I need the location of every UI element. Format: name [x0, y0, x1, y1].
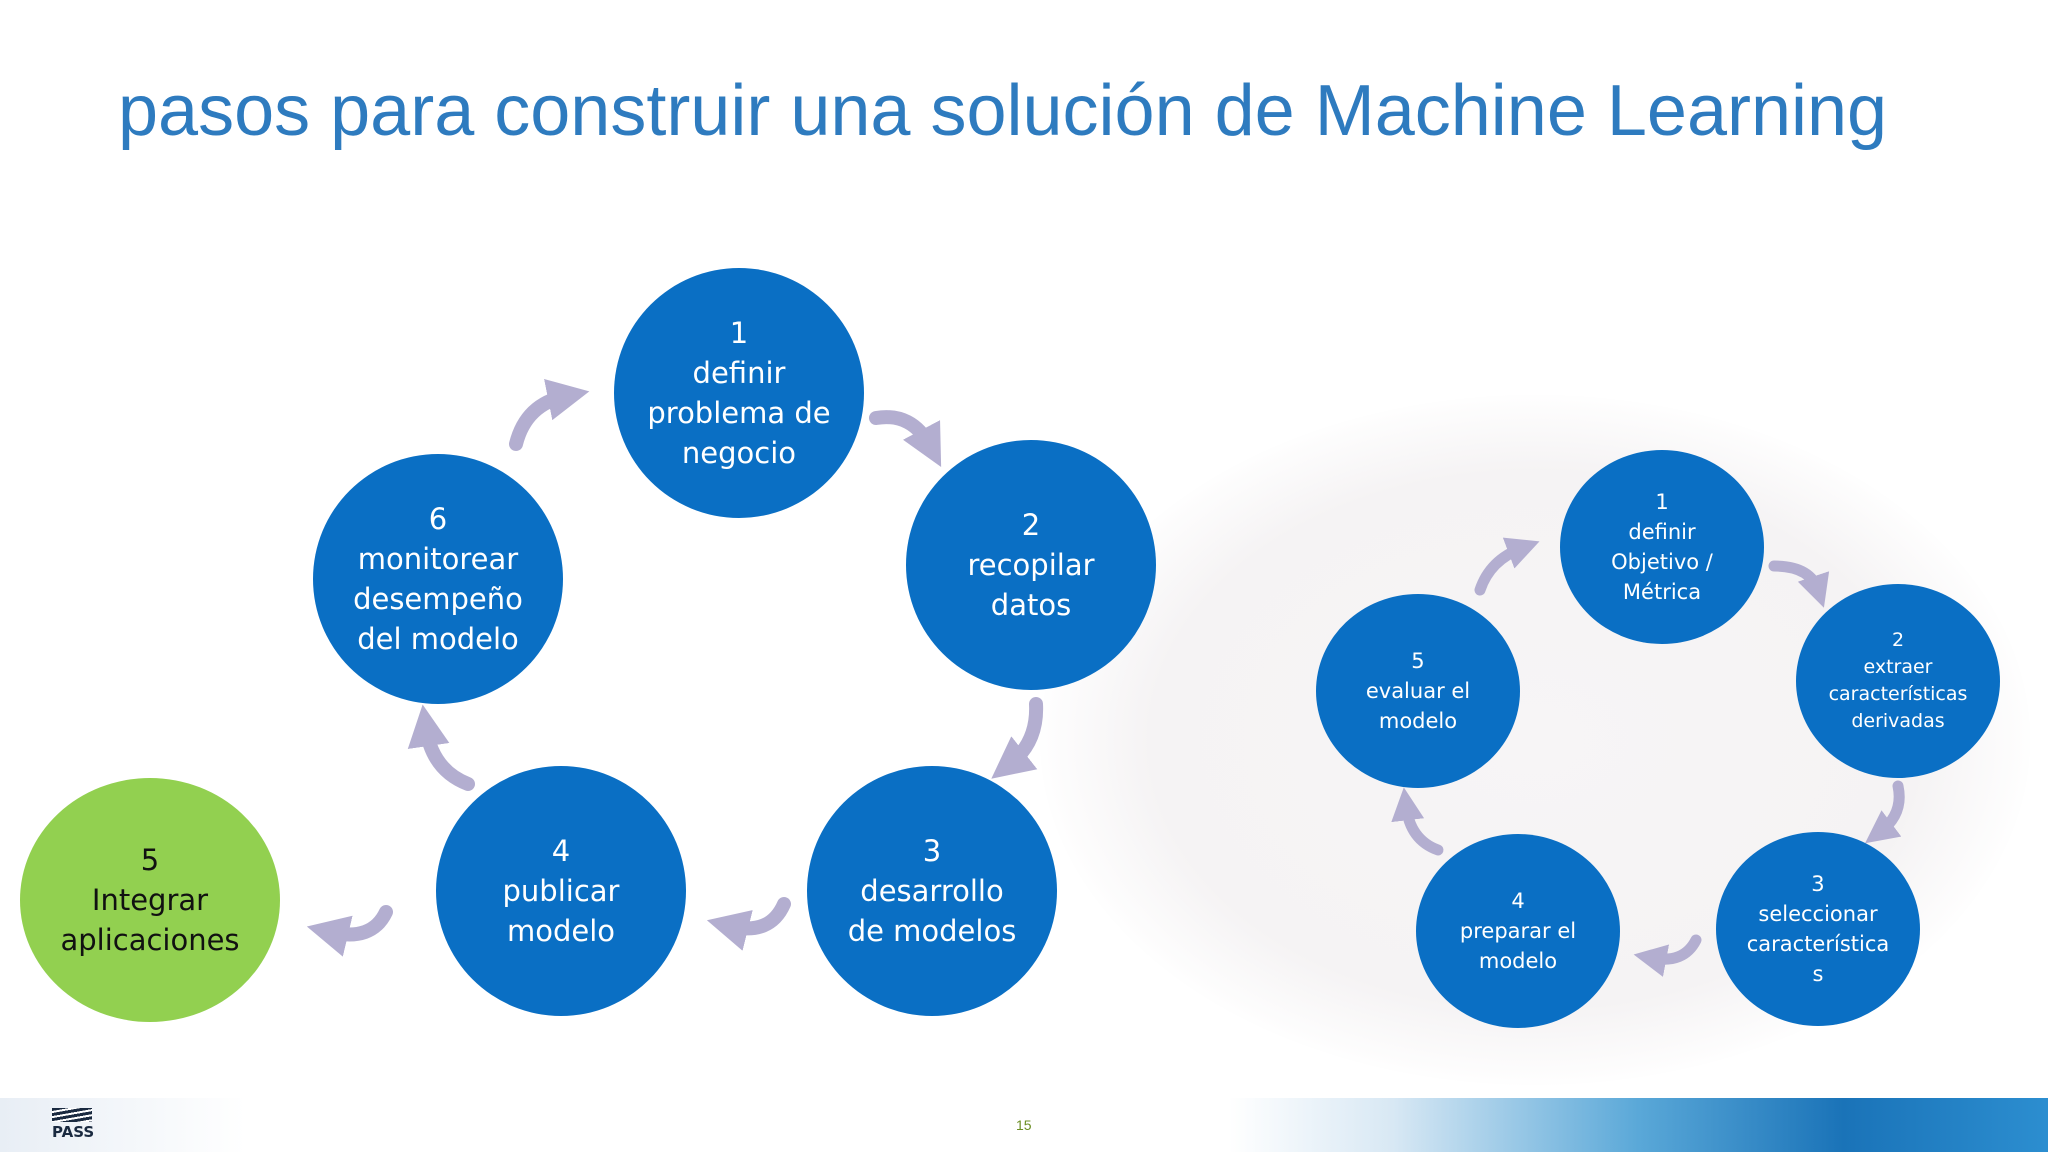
step-label-line: modelo: [1478, 949, 1558, 973]
arrow-3-to-4: [706, 897, 791, 951]
step-label-line: aplicaciones: [60, 923, 240, 957]
step-number: 5: [140, 843, 160, 877]
step-label-line: Objetivo /: [1611, 550, 1713, 574]
step-circle: 6 monitorear desempeño del modelo: [313, 454, 563, 704]
sub-arrow-4-to-5: [1391, 787, 1444, 856]
sub-arrow-5-to-1: [1474, 537, 1540, 596]
step-number: 1: [729, 316, 749, 350]
step-label-line: s: [1812, 962, 1824, 986]
step-label-line: característica: [1746, 932, 1890, 956]
arrow-4-to-6: [407, 704, 475, 791]
step-number: 4: [1511, 889, 1525, 913]
step-label-line: definir: [692, 356, 786, 390]
footer-band: [0, 1098, 2048, 1152]
step-label-line: características: [1828, 683, 1968, 705]
step-circle: 2 recopilar datos: [906, 440, 1156, 690]
step-label-line: derivadas: [1851, 710, 1945, 732]
step-number: 5: [1411, 649, 1425, 673]
sub-arrow-2-to-3: [1865, 780, 1905, 844]
step-label-line: definir: [1628, 520, 1696, 544]
sub-step-circle: 3 seleccionar característica s: [1716, 832, 1920, 1026]
step-label-line: desarrollo: [860, 874, 1004, 908]
arrow-1-to-2: [869, 410, 942, 468]
step-number: 6: [428, 502, 448, 536]
step-circle: 4 publicar modelo: [436, 766, 686, 1016]
flag-icon: [52, 1108, 92, 1122]
sub-step-circle: 1 definir Objetivo / Métrica: [1560, 450, 1764, 644]
step-label-line: modelo: [1378, 709, 1458, 733]
page-number: 15: [1016, 1117, 1032, 1133]
sub-arrow-3-to-4: [1633, 934, 1702, 977]
step-label-line: datos: [990, 588, 1072, 622]
step-label-line: Integrar: [91, 883, 209, 917]
logo-text: PASS: [52, 1123, 95, 1141]
step-number: 3: [922, 834, 942, 868]
step-label-line: modelo: [506, 914, 616, 948]
step-circle: 1 definir problema de negocio: [614, 268, 864, 518]
step-label-line: recopilar: [967, 548, 1095, 582]
step-label-line: Métrica: [1622, 580, 1702, 604]
step-label-line: del modelo: [357, 622, 519, 656]
step-label-line: extraer: [1863, 656, 1933, 678]
step-number: 1: [1655, 490, 1669, 514]
sub-step-circle: 4 preparar el modelo: [1416, 834, 1620, 1028]
slide-title: pasos para construir una solución de Mac…: [118, 71, 1888, 151]
step-label-line: publicar: [502, 874, 620, 908]
step-label-line: desempeño: [353, 582, 523, 616]
sub-step-circle: 2 extraer características derivadas: [1796, 584, 2000, 778]
step-label-line: preparar el: [1459, 919, 1577, 943]
step-number: 3: [1811, 872, 1825, 896]
pass-logo: PASS: [52, 1108, 94, 1141]
integration-circle: 5 Integrar aplicaciones: [20, 778, 280, 1022]
step-number: 2: [1021, 508, 1041, 542]
step-label-line: negocio: [681, 436, 797, 470]
arrow-2-to-3: [991, 697, 1044, 779]
step-label-line: evaluar el: [1365, 679, 1471, 703]
arrow-6-to-1: [509, 378, 590, 451]
step-circle: 3 desarrollo de modelos: [807, 766, 1057, 1016]
sub-arrow-1-to-2: [1768, 560, 1830, 608]
step-number: 2: [1891, 629, 1905, 651]
sub-step-circle: 5 evaluar el modelo: [1316, 594, 1520, 788]
step-label-line: monitorear: [357, 542, 519, 576]
step-label-line: de modelos: [847, 914, 1017, 948]
step-label-line: seleccionar: [1758, 902, 1878, 926]
step-number: 4: [551, 834, 571, 868]
arrow-4-to-5: [306, 905, 393, 957]
step-label-line: problema de: [647, 396, 831, 430]
